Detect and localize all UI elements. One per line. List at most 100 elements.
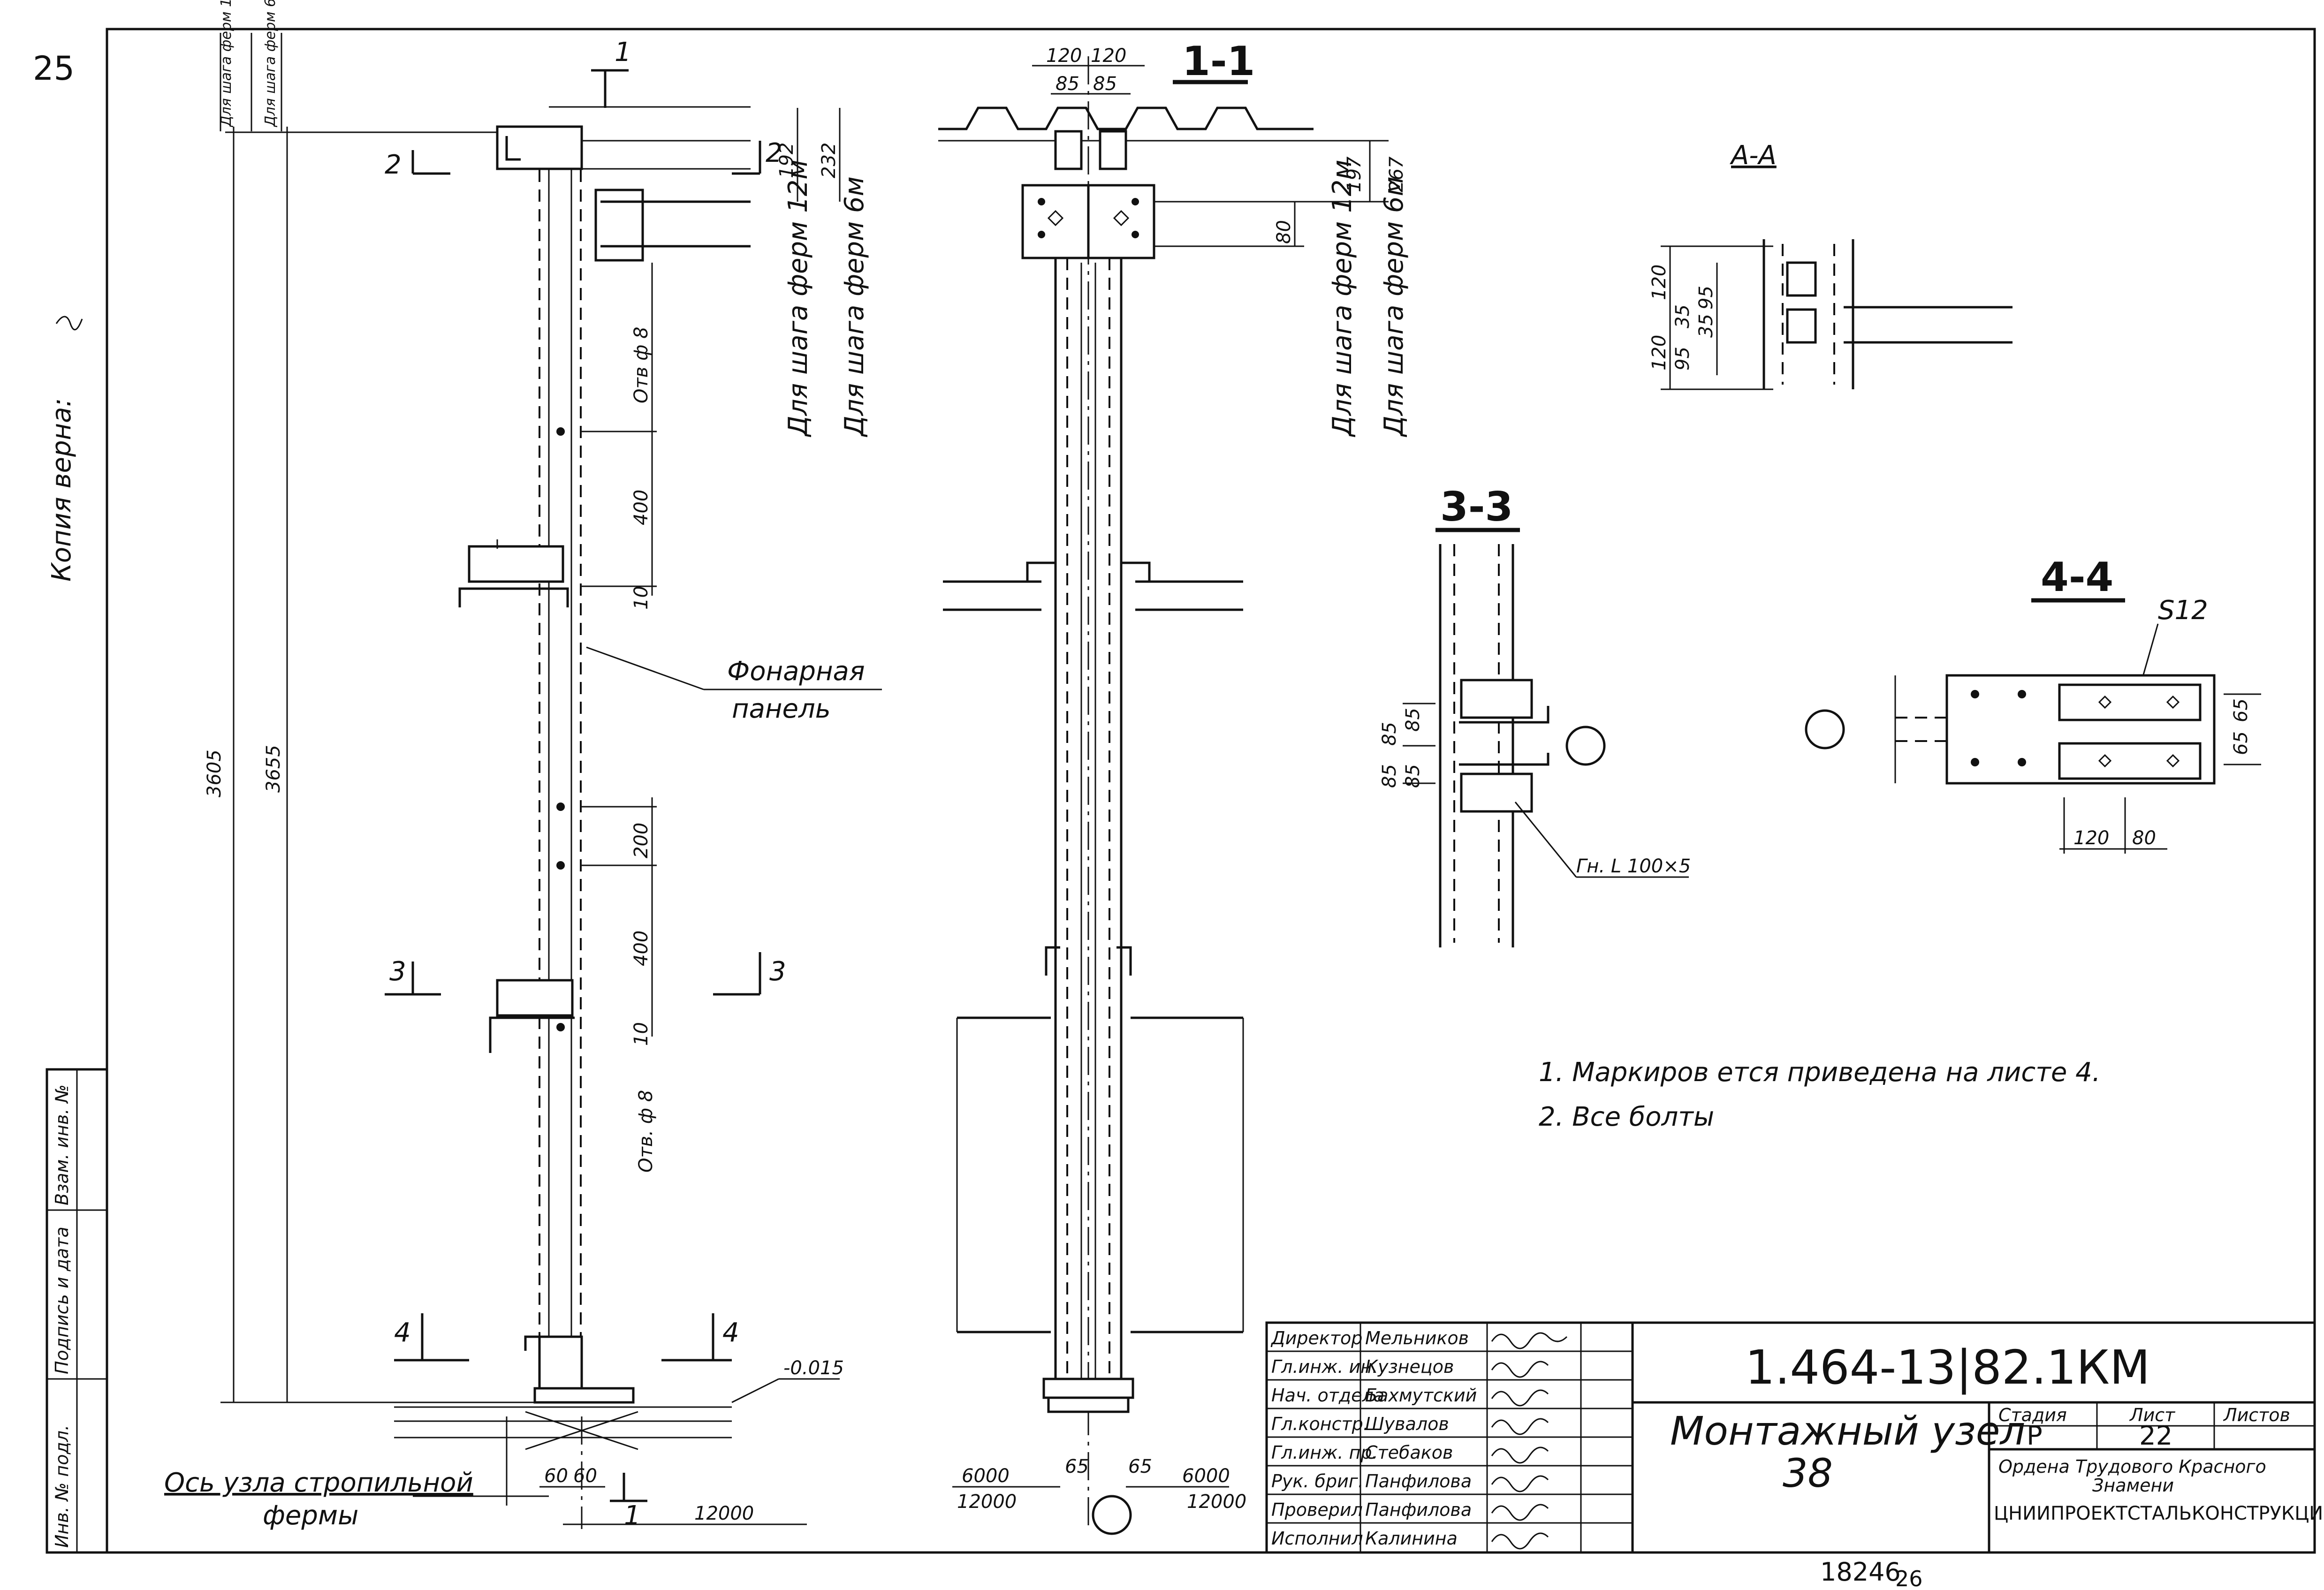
s44-plate-label: S12: [2158, 595, 2208, 626]
tb-role-1: Гл.инж. ин.: [1271, 1356, 1378, 1377]
tb-org-line1: Ордена Трудового Красного: [1998, 1456, 2266, 1477]
saa-dim-120a: 120: [1648, 265, 1670, 300]
elev-dim-400b: 400: [630, 931, 652, 966]
tb-org-line2: Знамени: [2092, 1475, 2174, 1496]
saa-dim-95b: 95: [1672, 347, 1694, 371]
tb-role-2: Нач. отдела: [1271, 1385, 1384, 1406]
s44-dim-65b: 65: [2230, 731, 2252, 755]
tb-title-line1: Монтажный узел: [1670, 1408, 2025, 1454]
notes-block: 1. Маркиров ется приведена на листе 4. 2…: [1539, 1057, 2101, 1132]
page-number: 25: [33, 49, 75, 88]
elev-panel-label-1: Фонарная: [727, 656, 865, 687]
s11-dim-6000b: 6000: [1182, 1465, 1230, 1487]
tb-name-4: Стебаков: [1365, 1442, 1453, 1463]
tb-sheet-header: Лист: [2129, 1405, 2176, 1425]
elevation-view: 3605 3655 Для шага ферм 12м Для шага фер…: [164, 0, 882, 1531]
tb-role-6: Проверил: [1271, 1499, 1363, 1520]
section-4-4-title: 4-4: [2041, 554, 2113, 601]
s11-dim-12000b: 12000: [1187, 1491, 1246, 1513]
margin-replace-label: Взам. инв. №: [52, 1084, 72, 1205]
s11-dim-85b: 85: [1093, 73, 1117, 95]
cut3-left: 3: [389, 956, 406, 987]
saa-dim-120b: 120: [1648, 335, 1670, 371]
signatures: [1491, 1332, 1568, 1550]
cut1-bottom: 1: [624, 1500, 641, 1531]
tb-sheets-header: Листов: [2223, 1405, 2290, 1425]
s44-dim-65a: 65: [2230, 698, 2252, 722]
s33-dim-85d: 85: [1402, 764, 1424, 788]
section-a-a-view: А-А 120 120 95 35 35 95: [1648, 140, 2013, 390]
elev-dim-3655: 3655: [263, 745, 284, 793]
s11-dim-6000a: 6000: [962, 1465, 1010, 1487]
tb-name-3: Шувалов: [1365, 1414, 1449, 1434]
tb-name-2: Бахмутский: [1365, 1385, 1477, 1406]
elev-dim-60a: 60: [544, 1465, 568, 1487]
tb-name-5: Панфилова: [1365, 1471, 1472, 1492]
margin-inv-label: Инв. № подл.: [52, 1425, 72, 1548]
elev-axis-label-2: фермы: [263, 1500, 358, 1531]
s33-dim-85c: 85: [1379, 764, 1400, 788]
elev-hole-bottom: Отв. ф 8: [635, 1090, 657, 1173]
elev-dim-232: 232: [818, 143, 840, 178]
tb-role-3: Гл.констр.: [1271, 1414, 1369, 1434]
s11-dim-197: 197: [1344, 156, 1365, 192]
tb-role-0: Директор: [1270, 1328, 1362, 1348]
elev-head-step12: Для шага ферм 12м: [218, 0, 235, 128]
tb-name-6: Панфилова: [1365, 1499, 1472, 1520]
title-block: Директор Мельников Гл.инж. ин. Кузнецов …: [1265, 1321, 2324, 1554]
side-signature: [55, 316, 83, 331]
elev-dim-200: 200: [630, 823, 652, 858]
s33-dim-85a: 85: [1379, 722, 1400, 746]
section-4-4-view: 4-4 S12 65 65 120 80: [1805, 554, 2261, 854]
s11-dim-12000a: 12000: [957, 1491, 1017, 1513]
elev-level: -0.015: [783, 1357, 844, 1379]
elev-step12-label: Для шага ферм 12м: [783, 159, 813, 438]
cut4-right: 4: [722, 1317, 739, 1348]
section-1-1-view: 1-1 120 120 85 85 197 267 80 Для шага фе…: [938, 38, 1409, 1535]
s11-dim-85a: 85: [1056, 73, 1079, 95]
elev-axis-label-1: Ось узла стропильной: [164, 1468, 473, 1498]
s11-dim-80: 80: [1273, 220, 1295, 244]
saa-dim-35b: 35: [1672, 304, 1694, 328]
s44-dim-80: 80: [2132, 827, 2156, 849]
elev-head-step6: Для шага ферм 6м: [262, 0, 279, 128]
section-a-a-title: А-А: [1730, 140, 1777, 171]
footer-page-index: 26: [1895, 1566, 1923, 1590]
elev-dim-60b: 60: [573, 1465, 597, 1487]
tb-stage-header: Стадия: [1998, 1405, 2067, 1425]
tb-stage: Р: [2027, 1421, 2043, 1451]
saa-dim-95a: 95: [1695, 286, 1717, 310]
section-1-1-title: 1-1: [1182, 38, 1255, 85]
note-2: 2. Все болты: [1539, 1102, 1714, 1132]
cut4-left: 4: [394, 1317, 411, 1348]
tb-name-7: Калинина: [1365, 1528, 1458, 1549]
tb-name-1: Кузнецов: [1365, 1356, 1454, 1377]
elev-panel-label-2: панель: [732, 694, 831, 724]
elev-hole-top: Отв ф 8: [630, 327, 652, 403]
tb-title-line2: 38: [1783, 1450, 1833, 1496]
margin-sign-label: Подпись и дата: [52, 1227, 72, 1374]
cut2-left: 2: [385, 150, 402, 180]
elev-dim-12000: 12000: [694, 1503, 754, 1524]
tb-code: 1.464-13|82.1КМ: [1745, 1340, 2150, 1395]
saa-dim-35a: 35: [1695, 314, 1717, 338]
elev-dim-10b: 10: [630, 1022, 652, 1046]
elev-dim-3605: 3605: [204, 750, 225, 797]
s11-dim-65b: 65: [1128, 1456, 1152, 1477]
elev-dim-10a: 10: [630, 586, 652, 610]
cut2-right: 2: [766, 138, 782, 168]
elev-dim-400a: 400: [630, 490, 652, 525]
s11-step6-label: Для шага ферм 6м: [1379, 176, 1409, 438]
footer-doc-number: 18246: [1820, 1557, 1901, 1587]
elev-dim-192: 192: [776, 143, 797, 178]
elev-step6-label: Для шага ферм 6м: [839, 176, 870, 438]
s11-dim-65a: 65: [1065, 1456, 1089, 1477]
tb-role-5: Рук. бриг.: [1271, 1471, 1364, 1492]
tb-role-7: Исполнил: [1271, 1528, 1363, 1549]
note-1: 1. Маркиров ется приведена на листе 4.: [1539, 1057, 2101, 1088]
tb-sheet: 22: [2139, 1421, 2172, 1451]
cut3-right: 3: [769, 956, 786, 987]
tb-org-line3: ЦНИИПРОЕКТСТАЛЬКОНСТРУКЦИЯ: [1994, 1503, 2324, 1524]
s44-dim-120: 120: [2073, 827, 2109, 849]
